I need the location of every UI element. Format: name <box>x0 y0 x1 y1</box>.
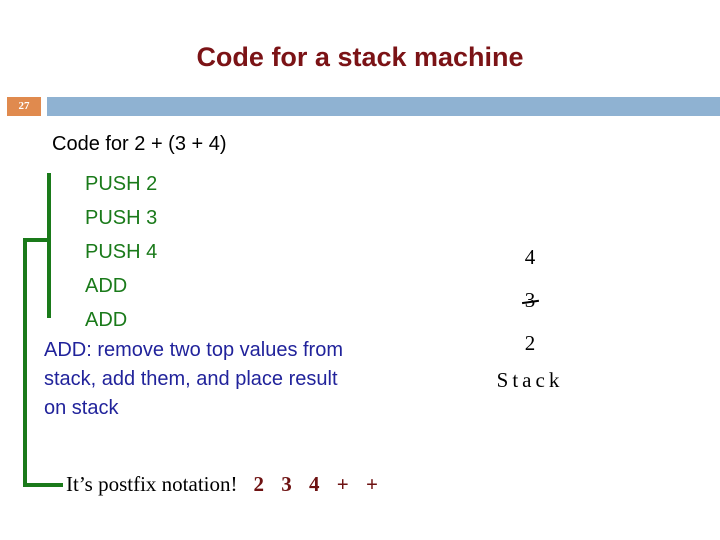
code-line: PUSH 3 <box>85 207 158 229</box>
slide-number-badge: 27 <box>7 97 41 116</box>
code-line: PUSH 4 <box>85 241 158 263</box>
postfix-note-row: It’s postfix notation! 2 3 4 + + <box>66 472 384 497</box>
stack-cell: 2 <box>470 322 590 365</box>
stack-cell-value: 3 <box>525 279 536 322</box>
stack-cell-value: 2 <box>524 331 536 355</box>
header-accent-band <box>47 97 720 116</box>
postfix-tokens: 2 3 4 + + <box>253 472 384 496</box>
outer-bracket-connector <box>23 483 63 487</box>
stack-cell: 3 <box>470 279 590 322</box>
postfix-note-text: It’s postfix notation! <box>66 472 238 496</box>
code-line: PUSH 2 <box>85 173 158 195</box>
page-title: Code for a stack machine <box>196 42 524 72</box>
stack-cell-value: 4 <box>524 245 536 269</box>
stack-cell: 4 <box>470 236 590 279</box>
inner-bracket-vertical <box>47 173 51 318</box>
code-line: ADD <box>85 309 128 331</box>
outer-bracket-vertical <box>23 238 27 487</box>
add-instruction-note: ADD: remove two top values from stack, a… <box>44 339 343 419</box>
code-heading: Code for 2 + (3 + 4) <box>52 133 227 155</box>
code-line: ADD <box>85 275 128 297</box>
inner-bracket-connector <box>23 238 51 242</box>
stack-diagram: 4 3 2 Stack <box>470 236 590 395</box>
code-listing: PUSH 2 PUSH 3 PUSH 4 ADD ADD <box>85 167 157 337</box>
stack-label: Stack <box>496 368 564 392</box>
